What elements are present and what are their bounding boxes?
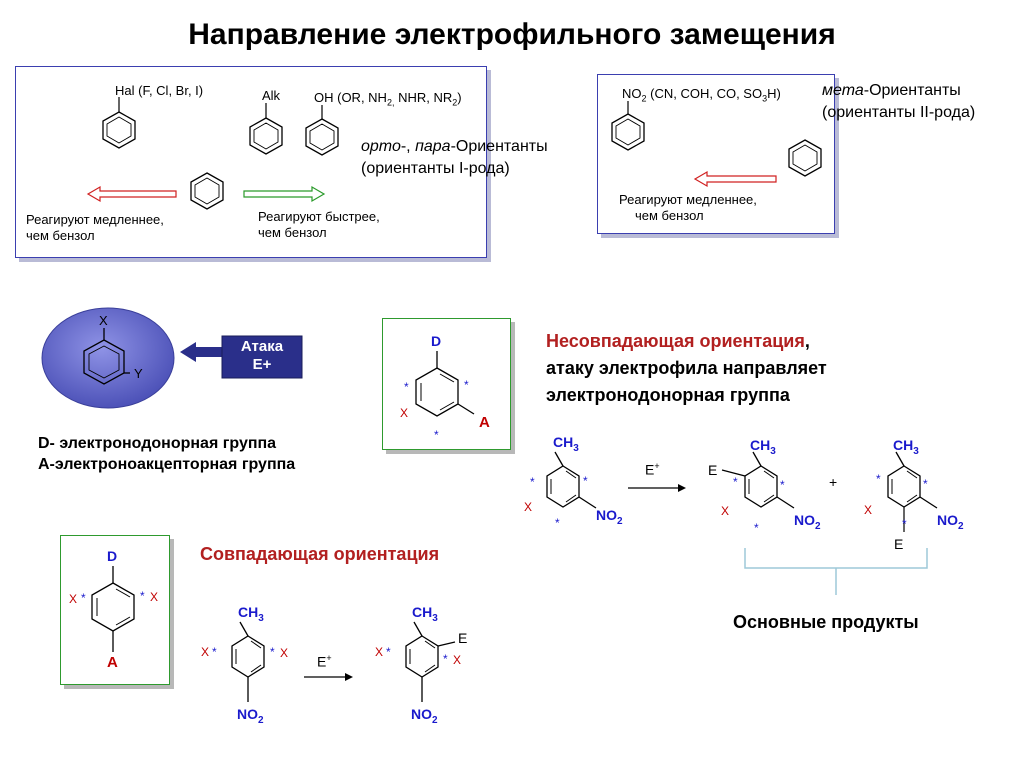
match-a: A [107, 654, 118, 671]
meta-slower-text: Реагируют медленнее,чем бензол [619, 192, 757, 223]
reaction1-arrow [628, 484, 686, 492]
ortho-para-box [15, 66, 487, 258]
p2-star-2: * [923, 477, 928, 491]
match-x-left: X [69, 592, 78, 606]
no2-group-label: NO2 (CN, COH, CO, SO3H) [622, 86, 781, 104]
r1-no2: NO2 [596, 507, 623, 527]
benzene-no2 [611, 101, 645, 151]
attack-arrow [180, 335, 303, 379]
p3-ch3: CH3 [412, 604, 438, 624]
r2-star-left: * [212, 645, 217, 659]
oval-y-label: Y [134, 366, 143, 381]
mismatch-a: A [479, 414, 490, 431]
r1-reagent: E+ [645, 461, 660, 478]
page-title: Направление электрофильного замещения [188, 18, 836, 51]
faster-arrow [243, 185, 326, 203]
plus-sign: + [829, 474, 838, 490]
p3-star-left: * [386, 645, 391, 659]
benzene-meta-reference [788, 139, 822, 177]
mismatch-star-1: * [404, 380, 409, 394]
p2-star-3: * [902, 517, 907, 531]
r2-x-left: X [201, 645, 210, 659]
product2 [887, 451, 938, 532]
match-star-right: * [140, 589, 145, 603]
mismatch-card [382, 318, 511, 450]
benzene-hal [102, 97, 136, 149]
r1-star-2: * [583, 474, 588, 488]
products-bracket [744, 548, 928, 595]
attack-oval [41, 307, 175, 409]
ortho-para-label: орто-, пара-Ориентанты (ориентанты I-род… [361, 138, 548, 177]
benzene-oh [305, 105, 339, 156]
slower-arrow [86, 185, 177, 203]
match-d: D [107, 548, 118, 564]
match-star-left: * [81, 591, 86, 605]
p1-star-2: * [780, 478, 785, 492]
p3-x-right: X [453, 653, 462, 667]
mismatch-x: X [400, 406, 409, 420]
p1-x: X [721, 504, 730, 518]
mismatch-star-2: * [464, 378, 469, 392]
product1 [721, 451, 795, 509]
slower-text: Реагируют медленнее,чем бензол [26, 212, 164, 243]
mismatch-card-ring [415, 351, 475, 417]
definitions: D- электронодонорная группа A-электроноа… [38, 435, 296, 473]
p3-x-left: X [375, 645, 384, 659]
reaction2-product [405, 621, 456, 702]
p3-star-right: * [443, 652, 448, 666]
match-card [60, 535, 170, 685]
meta-box [597, 74, 835, 234]
r2-no2: NO2 [237, 706, 264, 726]
mismatch-star-3: * [434, 428, 439, 442]
match-card-ring [91, 566, 135, 652]
faster-text: Реагируют быстрее,чем бензол [258, 209, 380, 240]
oval-x-label: X [99, 313, 108, 328]
meta-label: мета-Ориентанты (ориентанты II-рода) [822, 82, 976, 121]
p1-star-3: * [754, 521, 759, 535]
p1-e: E [708, 462, 718, 478]
main-products-label: Основные продукты [733, 612, 919, 632]
p2-no2: NO2 [937, 512, 964, 532]
r1-x: X [524, 500, 533, 514]
r1-ch3: CH3 [553, 434, 579, 454]
match-x-right: X [150, 590, 159, 604]
reaction2-arrow [304, 673, 353, 681]
r2-star-right: * [270, 645, 275, 659]
r1-star-3: * [555, 516, 560, 530]
benzene-reference [190, 172, 224, 210]
match-heading: Совпадающая ориентация [200, 544, 440, 564]
p2-ch3: CH3 [893, 437, 919, 457]
oh-label: OH (OR, NH2, NHR, NR2) [314, 90, 462, 108]
mismatch-d: D [431, 333, 442, 349]
p3-e: E [458, 630, 468, 646]
p1-ch3: CH3 [750, 437, 776, 457]
mismatch-heading: Несовпадающая ориентация, атаку электроф… [546, 331, 827, 405]
p1-no2: NO2 [794, 512, 821, 532]
r2-reagent: E+ [317, 653, 332, 670]
p2-x: X [864, 503, 873, 517]
reaction2-reactant [231, 621, 265, 702]
r2-x-right: X [280, 646, 289, 660]
p2-e: E [894, 536, 904, 552]
r2-ch3: CH3 [238, 604, 264, 624]
benzene-alk [249, 103, 283, 155]
hal-label: Hal (F, Cl, Br, I) [115, 83, 204, 98]
toluene-nitro-reactant [546, 451, 597, 509]
meta-slower-arrow [693, 170, 777, 188]
alk-label: Alk [262, 88, 281, 103]
p3-no2: NO2 [411, 706, 438, 726]
p2-star-1: * [876, 472, 881, 486]
p1-star-1: * [733, 475, 738, 489]
r1-star-1: * [530, 475, 535, 489]
